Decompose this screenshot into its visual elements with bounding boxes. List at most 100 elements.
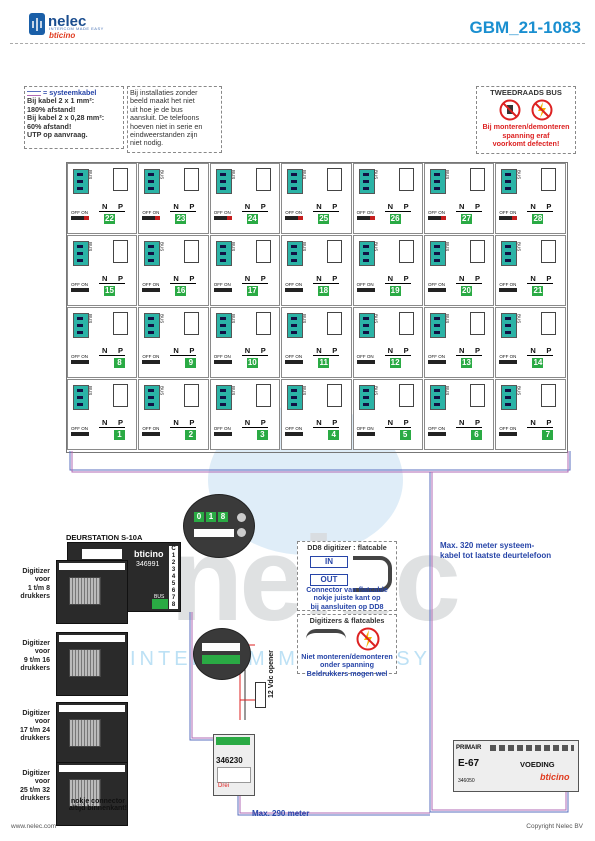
button-number: 16 bbox=[175, 286, 187, 296]
bus-label: BUS bbox=[230, 386, 236, 396]
np-underline bbox=[313, 283, 340, 284]
button-number: 7 bbox=[542, 430, 554, 440]
connector-note-line: nokje connector bbox=[70, 798, 126, 805]
warning-line: spanning eraf bbox=[502, 130, 550, 140]
dip-switch-zoom: 0 1 8 bbox=[183, 494, 255, 558]
button-number: 9 bbox=[185, 358, 197, 368]
button-number: 12 bbox=[389, 358, 401, 368]
bus-label: BUS bbox=[159, 170, 165, 180]
power-primair: PRIMAIR bbox=[456, 745, 482, 751]
telephone-icon bbox=[327, 312, 343, 335]
bus-terminal-icon bbox=[358, 313, 375, 338]
np-underline bbox=[241, 211, 268, 212]
module-code: 346230 bbox=[216, 756, 243, 765]
offon-label: OFF ON bbox=[499, 426, 517, 431]
np-underline bbox=[241, 355, 268, 356]
telephone-icon bbox=[255, 384, 271, 407]
np-underline bbox=[527, 283, 554, 284]
p-label: P bbox=[118, 418, 124, 427]
footer-copyright: Copyright Nelec BV bbox=[526, 823, 583, 830]
out-label: OUT bbox=[310, 574, 348, 586]
button-number: 27 bbox=[461, 214, 472, 224]
np-underline bbox=[170, 211, 197, 212]
bus-terminal-icon bbox=[358, 241, 375, 266]
max-290-text: Max. 290 meter bbox=[252, 809, 310, 818]
digitizer-label-line: drukkers bbox=[20, 592, 50, 600]
dip-switch-icon bbox=[142, 216, 161, 220]
bus-terminal-icon bbox=[73, 169, 89, 194]
dip-switch-icon bbox=[356, 288, 375, 292]
note-line: 60% afstand! bbox=[27, 121, 72, 131]
note-line: hoeven niet in serie en bbox=[130, 121, 203, 131]
in-label: IN bbox=[310, 556, 348, 568]
dip-digit: 1 bbox=[206, 512, 216, 522]
bus-terminal-icon bbox=[287, 385, 304, 410]
telephone-icon bbox=[398, 384, 414, 407]
p-label: P bbox=[332, 346, 338, 355]
np-underline bbox=[99, 427, 125, 428]
p-label: P bbox=[332, 418, 338, 427]
n-label: N bbox=[244, 202, 251, 211]
bus-terminal-icon bbox=[358, 169, 375, 194]
offon-label: OFF ON bbox=[71, 210, 88, 215]
bus-terminal-icon bbox=[144, 313, 161, 338]
bus-label: BUS bbox=[516, 242, 522, 252]
telephone-icon bbox=[398, 240, 414, 263]
dip-switch-icon bbox=[285, 360, 304, 364]
p-label: P bbox=[475, 274, 481, 283]
max-320-line: Max. 320 meter systeem- bbox=[440, 541, 535, 550]
telephone-icon bbox=[398, 168, 414, 191]
button-number: 17 bbox=[246, 286, 258, 296]
n-label: N bbox=[102, 202, 108, 211]
offon-label: OFF ON bbox=[428, 354, 445, 359]
button-number: 8 bbox=[114, 358, 125, 368]
n-label: N bbox=[102, 418, 108, 427]
document-id: GBM_21-1083 bbox=[469, 18, 581, 37]
digitizer-label-line: drukkers bbox=[20, 664, 50, 672]
bus-terminal-icon bbox=[430, 385, 446, 410]
button-number: 10 bbox=[246, 358, 258, 368]
n-label: N bbox=[459, 202, 465, 211]
n-label: N bbox=[459, 274, 465, 283]
digitizer-label-line: drukkers bbox=[20, 734, 50, 742]
no-plug-icon bbox=[499, 99, 521, 121]
button-number: 1 bbox=[114, 430, 125, 440]
button-number: 19 bbox=[389, 286, 401, 296]
telephone-icon bbox=[184, 384, 200, 407]
power-code: 346050 bbox=[458, 778, 475, 784]
bus-label: BUS bbox=[88, 170, 93, 180]
p-label: P bbox=[189, 274, 195, 283]
n-label: N bbox=[173, 202, 179, 211]
p-label: P bbox=[332, 274, 338, 283]
connector-note: nokje connector altijd binnenkant! bbox=[53, 798, 143, 812]
np-underline bbox=[313, 355, 340, 356]
bus-terminal-icon bbox=[215, 385, 232, 410]
dip-switch-icon bbox=[213, 432, 232, 436]
brand-tagline: INTERCOM MADE EASY bbox=[49, 26, 104, 31]
telephone-icon bbox=[184, 312, 200, 335]
telephone-icon bbox=[113, 312, 128, 335]
dip-switch-icon bbox=[428, 216, 446, 220]
n-label: N bbox=[459, 346, 465, 355]
dip-switch-icon bbox=[428, 432, 446, 436]
telephone-icon bbox=[255, 168, 271, 191]
footer-url: www.nelec.com bbox=[11, 823, 57, 830]
note-line: UTP op aanvraag. bbox=[27, 130, 88, 140]
no-lightning-icon bbox=[356, 627, 380, 651]
dd8-warning-line: Beldrukkers mogen wel bbox=[306, 668, 388, 678]
offon-label: OFF ON bbox=[285, 210, 303, 215]
note-line: aansluit. De telefoons bbox=[130, 113, 200, 123]
bus-terminal-icon bbox=[144, 241, 161, 266]
digitizer-label-line: Digitizer bbox=[22, 640, 50, 647]
bus-terminal-icon bbox=[287, 241, 304, 266]
